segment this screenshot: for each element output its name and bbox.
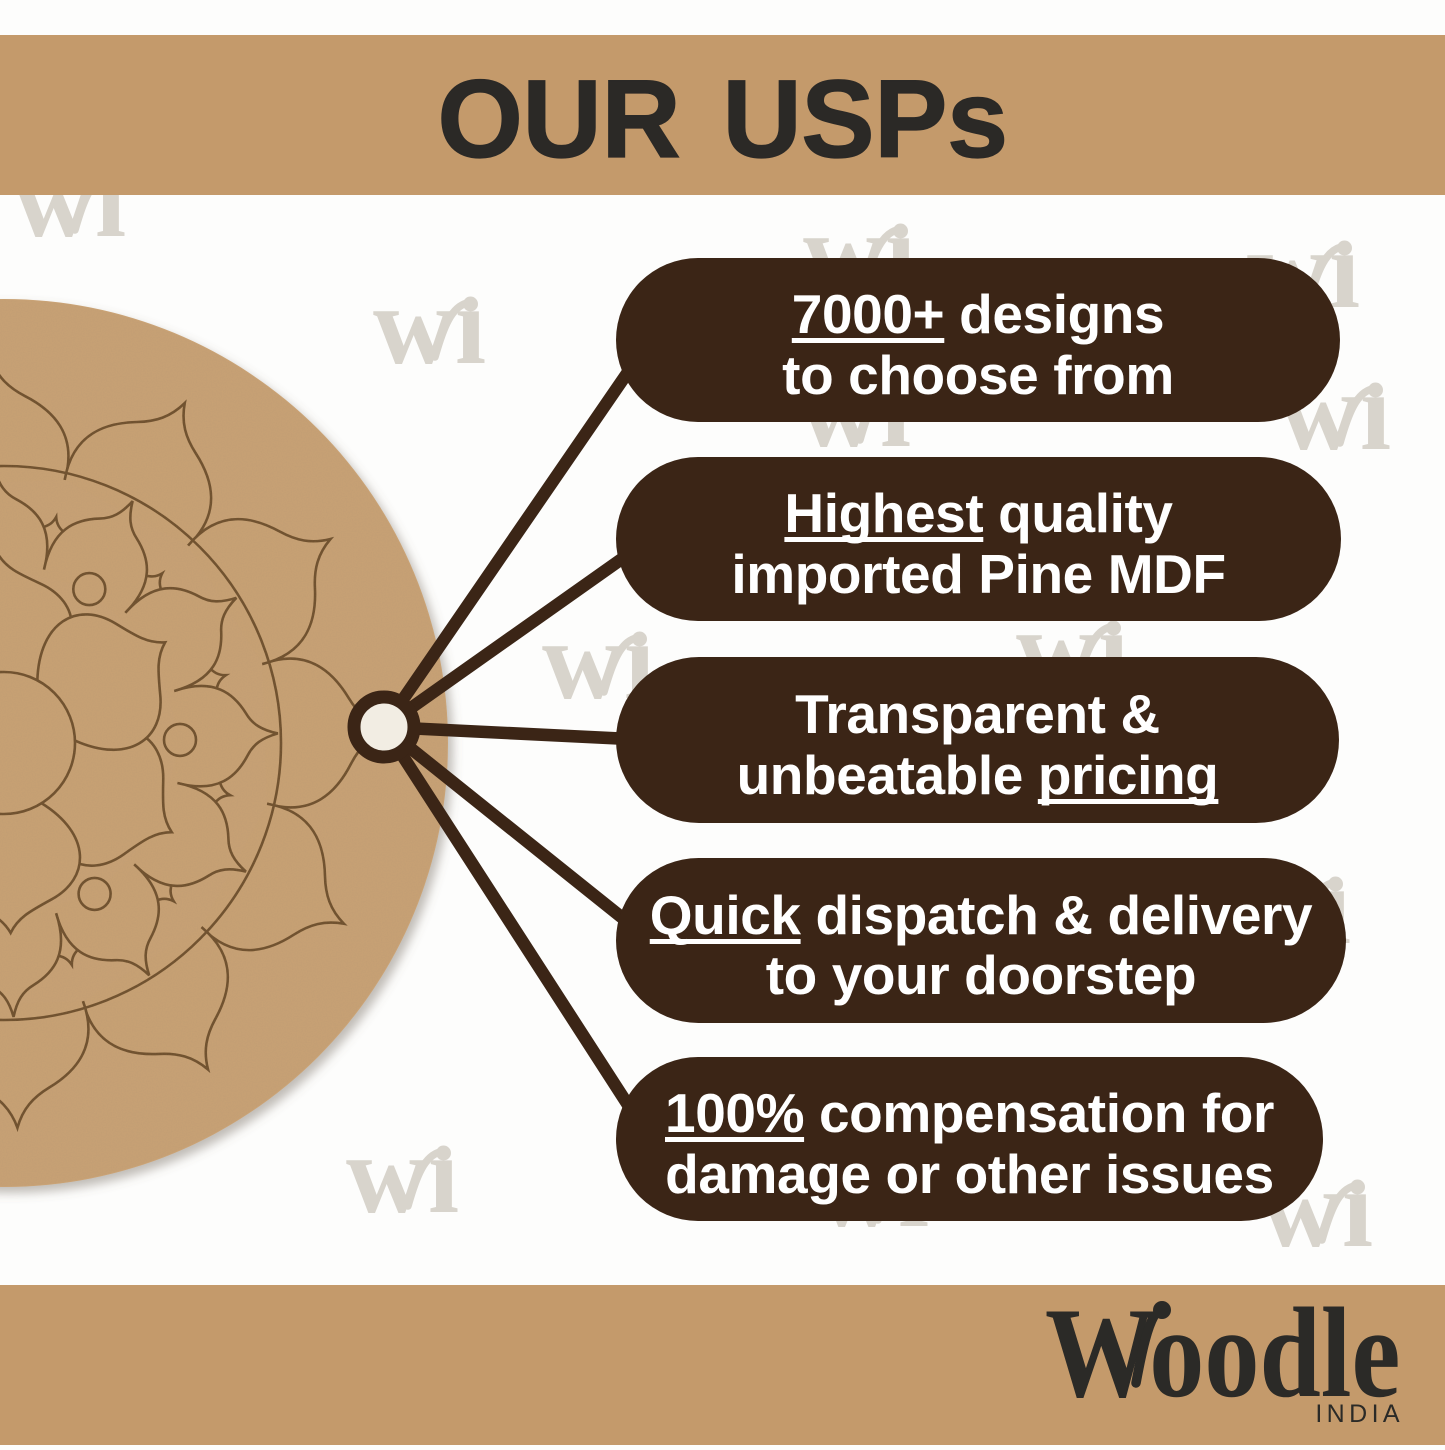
svg-text:Woodle: Woodle	[1045, 1285, 1400, 1424]
svg-text:INDIA: INDIA	[1315, 1400, 1404, 1428]
